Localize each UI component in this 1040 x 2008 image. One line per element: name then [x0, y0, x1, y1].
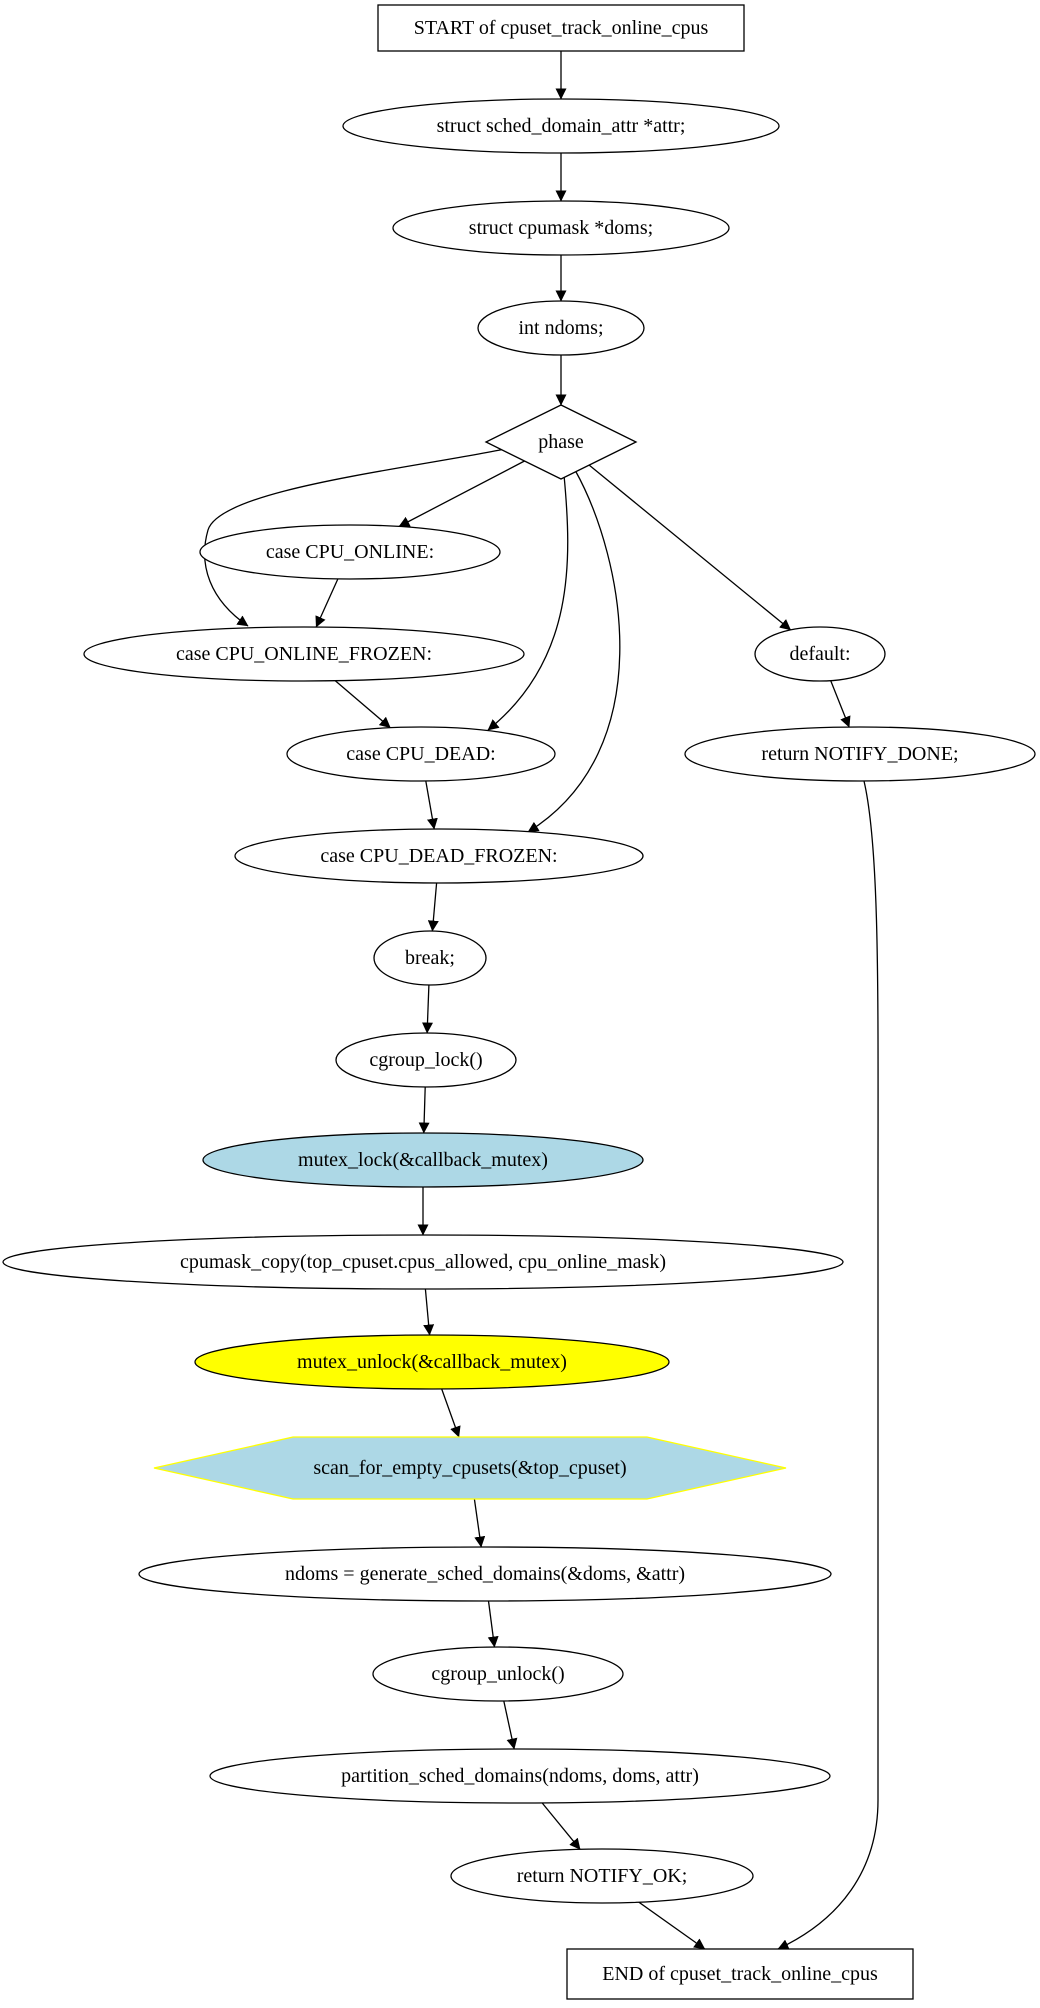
edge-phase-to-online — [398, 460, 525, 528]
node-shape-dead-frozen — [234, 828, 644, 884]
node-shape-mutex-lock — [202, 1132, 644, 1188]
node-shape-online-frozen — [83, 626, 525, 682]
edge-phase-to-online-frozen — [204, 448, 506, 627]
node-label-notify-done: return NOTIFY_DONE; — [761, 743, 958, 765]
node-shape-end — [566, 1948, 914, 2000]
edge-cg-lock-to-mutex-lock — [418, 1086, 430, 1134]
edge-online-to-online-frozen — [315, 578, 339, 628]
node-label-break: break; — [405, 947, 455, 969]
node-label-phase: phase — [538, 431, 584, 453]
node-label-end: END of cpuset_track_online_cpus — [602, 1963, 878, 1985]
node-shape-online — [199, 524, 501, 580]
node-label-dead: case CPU_DEAD: — [346, 743, 495, 765]
node-doms: struct cpumask *doms; — [392, 200, 730, 256]
node-shape-break — [373, 930, 487, 986]
node-online-frozen: case CPU_ONLINE_FROZEN: — [83, 626, 525, 682]
node-label-online: case CPU_ONLINE: — [266, 541, 434, 563]
node-shape-default — [754, 626, 886, 682]
node-mutex-lock: mutex_lock(&callback_mutex) — [202, 1132, 644, 1188]
node-shape-ndoms — [477, 300, 645, 356]
node-dead-frozen: case CPU_DEAD_FROZEN: — [234, 828, 644, 884]
node-attr: struct sched_domain_attr *attr; — [342, 98, 780, 154]
node-scan: scan_for_empty_cpusets(&top_cpuset) — [153, 1436, 787, 1500]
node-shape-cg-lock — [335, 1032, 517, 1088]
node-shape-cg-unlock — [372, 1646, 624, 1702]
node-shape-scan — [153, 1436, 787, 1500]
edge-dead-frozen-to-break — [427, 882, 439, 932]
node-shape-mutex-unlock — [194, 1334, 670, 1390]
edge-notify-done-to-end — [777, 780, 879, 1950]
node-label-cpumask-copy: cpumask_copy(top_cpuset.cpus_allowed, cp… — [180, 1251, 666, 1273]
node-notify-ok: return NOTIFY_OK; — [450, 1848, 754, 1904]
node-label-mutex-lock: mutex_lock(&callback_mutex) — [298, 1149, 548, 1171]
node-shape-notify-ok — [450, 1848, 754, 1904]
node-default: default: — [754, 626, 886, 682]
node-dead: case CPU_DEAD: — [286, 726, 556, 782]
edge-dead-to-dead-frozen — [425, 780, 438, 830]
node-shape-attr — [342, 98, 780, 154]
node-gen: ndoms = generate_sched_domains(&doms, &a… — [138, 1546, 832, 1602]
node-mutex-unlock: mutex_unlock(&callback_mutex) — [194, 1334, 670, 1390]
node-ndoms: int ndoms; — [477, 300, 645, 356]
node-shape-phase — [484, 404, 638, 480]
edge-phase-to-dead — [487, 474, 569, 731]
node-label-dead-frozen: case CPU_DEAD_FROZEN: — [320, 845, 557, 867]
edge-cg-unlock-to-partition — [503, 1700, 518, 1750]
node-start: START of cpuset_track_online_cpus — [377, 4, 745, 52]
edge-default-to-notify-done — [830, 680, 851, 728]
node-label-cg-unlock: cgroup_unlock() — [431, 1663, 564, 1685]
node-label-scan: scan_for_empty_cpusets(&top_cpuset) — [313, 1457, 626, 1479]
node-label-doms: struct cpumask *doms; — [469, 217, 653, 239]
node-label-mutex-unlock: mutex_unlock(&callback_mutex) — [297, 1351, 567, 1373]
node-cg-lock: cgroup_lock() — [335, 1032, 517, 1088]
node-shape-notify-done — [684, 726, 1036, 782]
edge-scan-to-gen — [473, 1498, 486, 1548]
edge-notify-ok-to-end — [638, 1901, 706, 1950]
edge-gen-to-cg-unlock — [487, 1600, 499, 1648]
nodes-layer: START of cpuset_track_online_cpusstruct … — [2, 4, 1036, 2000]
node-label-attr: struct sched_domain_attr *attr; — [437, 115, 686, 137]
edge-phase-to-default — [588, 464, 792, 631]
node-label-cg-lock: cgroup_lock() — [369, 1049, 482, 1071]
node-label-default: default: — [789, 643, 850, 665]
node-shape-dead — [286, 726, 556, 782]
node-partition: partition_sched_domains(ndoms, doms, att… — [209, 1748, 831, 1804]
node-label-partition: partition_sched_domains(ndoms, doms, att… — [341, 1765, 699, 1787]
edge-break-to-cg-lock — [421, 984, 433, 1034]
node-break: break; — [373, 930, 487, 986]
node-shape-partition — [209, 1748, 831, 1804]
node-label-start: START of cpuset_track_online_cpus — [414, 17, 709, 39]
edge-cpumask-copy-to-mutex-unlock — [423, 1288, 435, 1336]
edge-phase-to-dead-frozen — [527, 469, 621, 833]
node-shape-gen — [138, 1546, 832, 1602]
node-end: END of cpuset_track_online_cpus — [566, 1948, 914, 2000]
node-cpumask-copy: cpumask_copy(top_cpuset.cpus_allowed, cp… — [2, 1234, 844, 1290]
node-label-gen: ndoms = generate_sched_domains(&doms, &a… — [285, 1563, 685, 1585]
node-online: case CPU_ONLINE: — [199, 524, 501, 580]
edge-partition-to-notify-ok — [541, 1802, 581, 1850]
node-label-ndoms: int ndoms; — [518, 317, 603, 339]
node-shape-doms — [392, 200, 730, 256]
edges-layer — [204, 51, 879, 1950]
node-shape-start — [377, 4, 745, 52]
edge-online-frozen-to-dead — [334, 680, 391, 729]
edge-mutex-unlock-to-scan — [441, 1388, 461, 1438]
node-label-online-frozen: case CPU_ONLINE_FROZEN: — [176, 643, 432, 665]
node-notify-done: return NOTIFY_DONE; — [684, 726, 1036, 782]
node-shape-cpumask-copy — [2, 1234, 844, 1290]
node-phase: phase — [484, 404, 638, 480]
node-cg-unlock: cgroup_unlock() — [372, 1646, 624, 1702]
node-label-notify-ok: return NOTIFY_OK; — [517, 1865, 688, 1887]
